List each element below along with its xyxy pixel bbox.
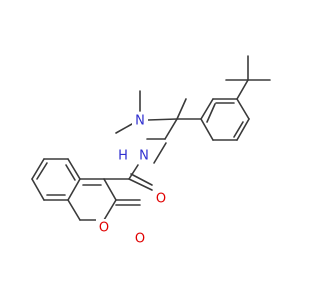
coumarin-core xyxy=(31,158,141,221)
phenyl-ring xyxy=(200,98,250,141)
lactone-oxygen-label: O xyxy=(135,232,145,247)
carbonyl-oxygen-label: O xyxy=(156,192,166,207)
dimethylamino-group xyxy=(115,90,141,134)
ethyl-chain xyxy=(146,98,202,140)
amide-linkage xyxy=(103,142,167,191)
tert-butyl-group xyxy=(225,55,271,100)
molecule-diagram: N N H O O O xyxy=(31,55,271,247)
atom-labels: N N H O O O xyxy=(96,112,169,247)
amine-nitrogen-label: N xyxy=(135,114,145,129)
ring-oxygen-label: O xyxy=(99,221,109,236)
amide-nitrogen-label: N xyxy=(139,149,149,164)
amide-hydrogen-label: H xyxy=(118,149,128,164)
